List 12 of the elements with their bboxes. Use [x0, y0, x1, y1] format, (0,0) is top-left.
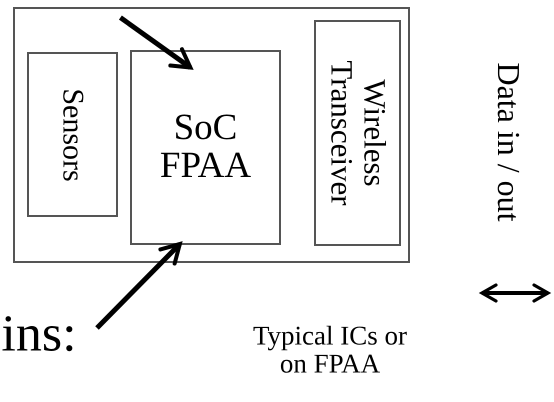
- io-label: Data in / out: [491, 61, 525, 224]
- component-label: Wireless Transceiver: [324, 59, 390, 208]
- note-text: Typical ICs or on FPAA: [252, 322, 408, 378]
- component-label: SoC FPAA: [158, 108, 252, 186]
- component-box: [130, 50, 281, 245]
- component-box: [27, 52, 118, 217]
- arrow: [95, 242, 182, 330]
- callout-text: ins:: [0, 308, 78, 362]
- component-label: Sensors: [56, 86, 88, 184]
- arrow: [118, 16, 192, 70]
- enclosure-box: [13, 7, 410, 263]
- component-box: [314, 20, 401, 246]
